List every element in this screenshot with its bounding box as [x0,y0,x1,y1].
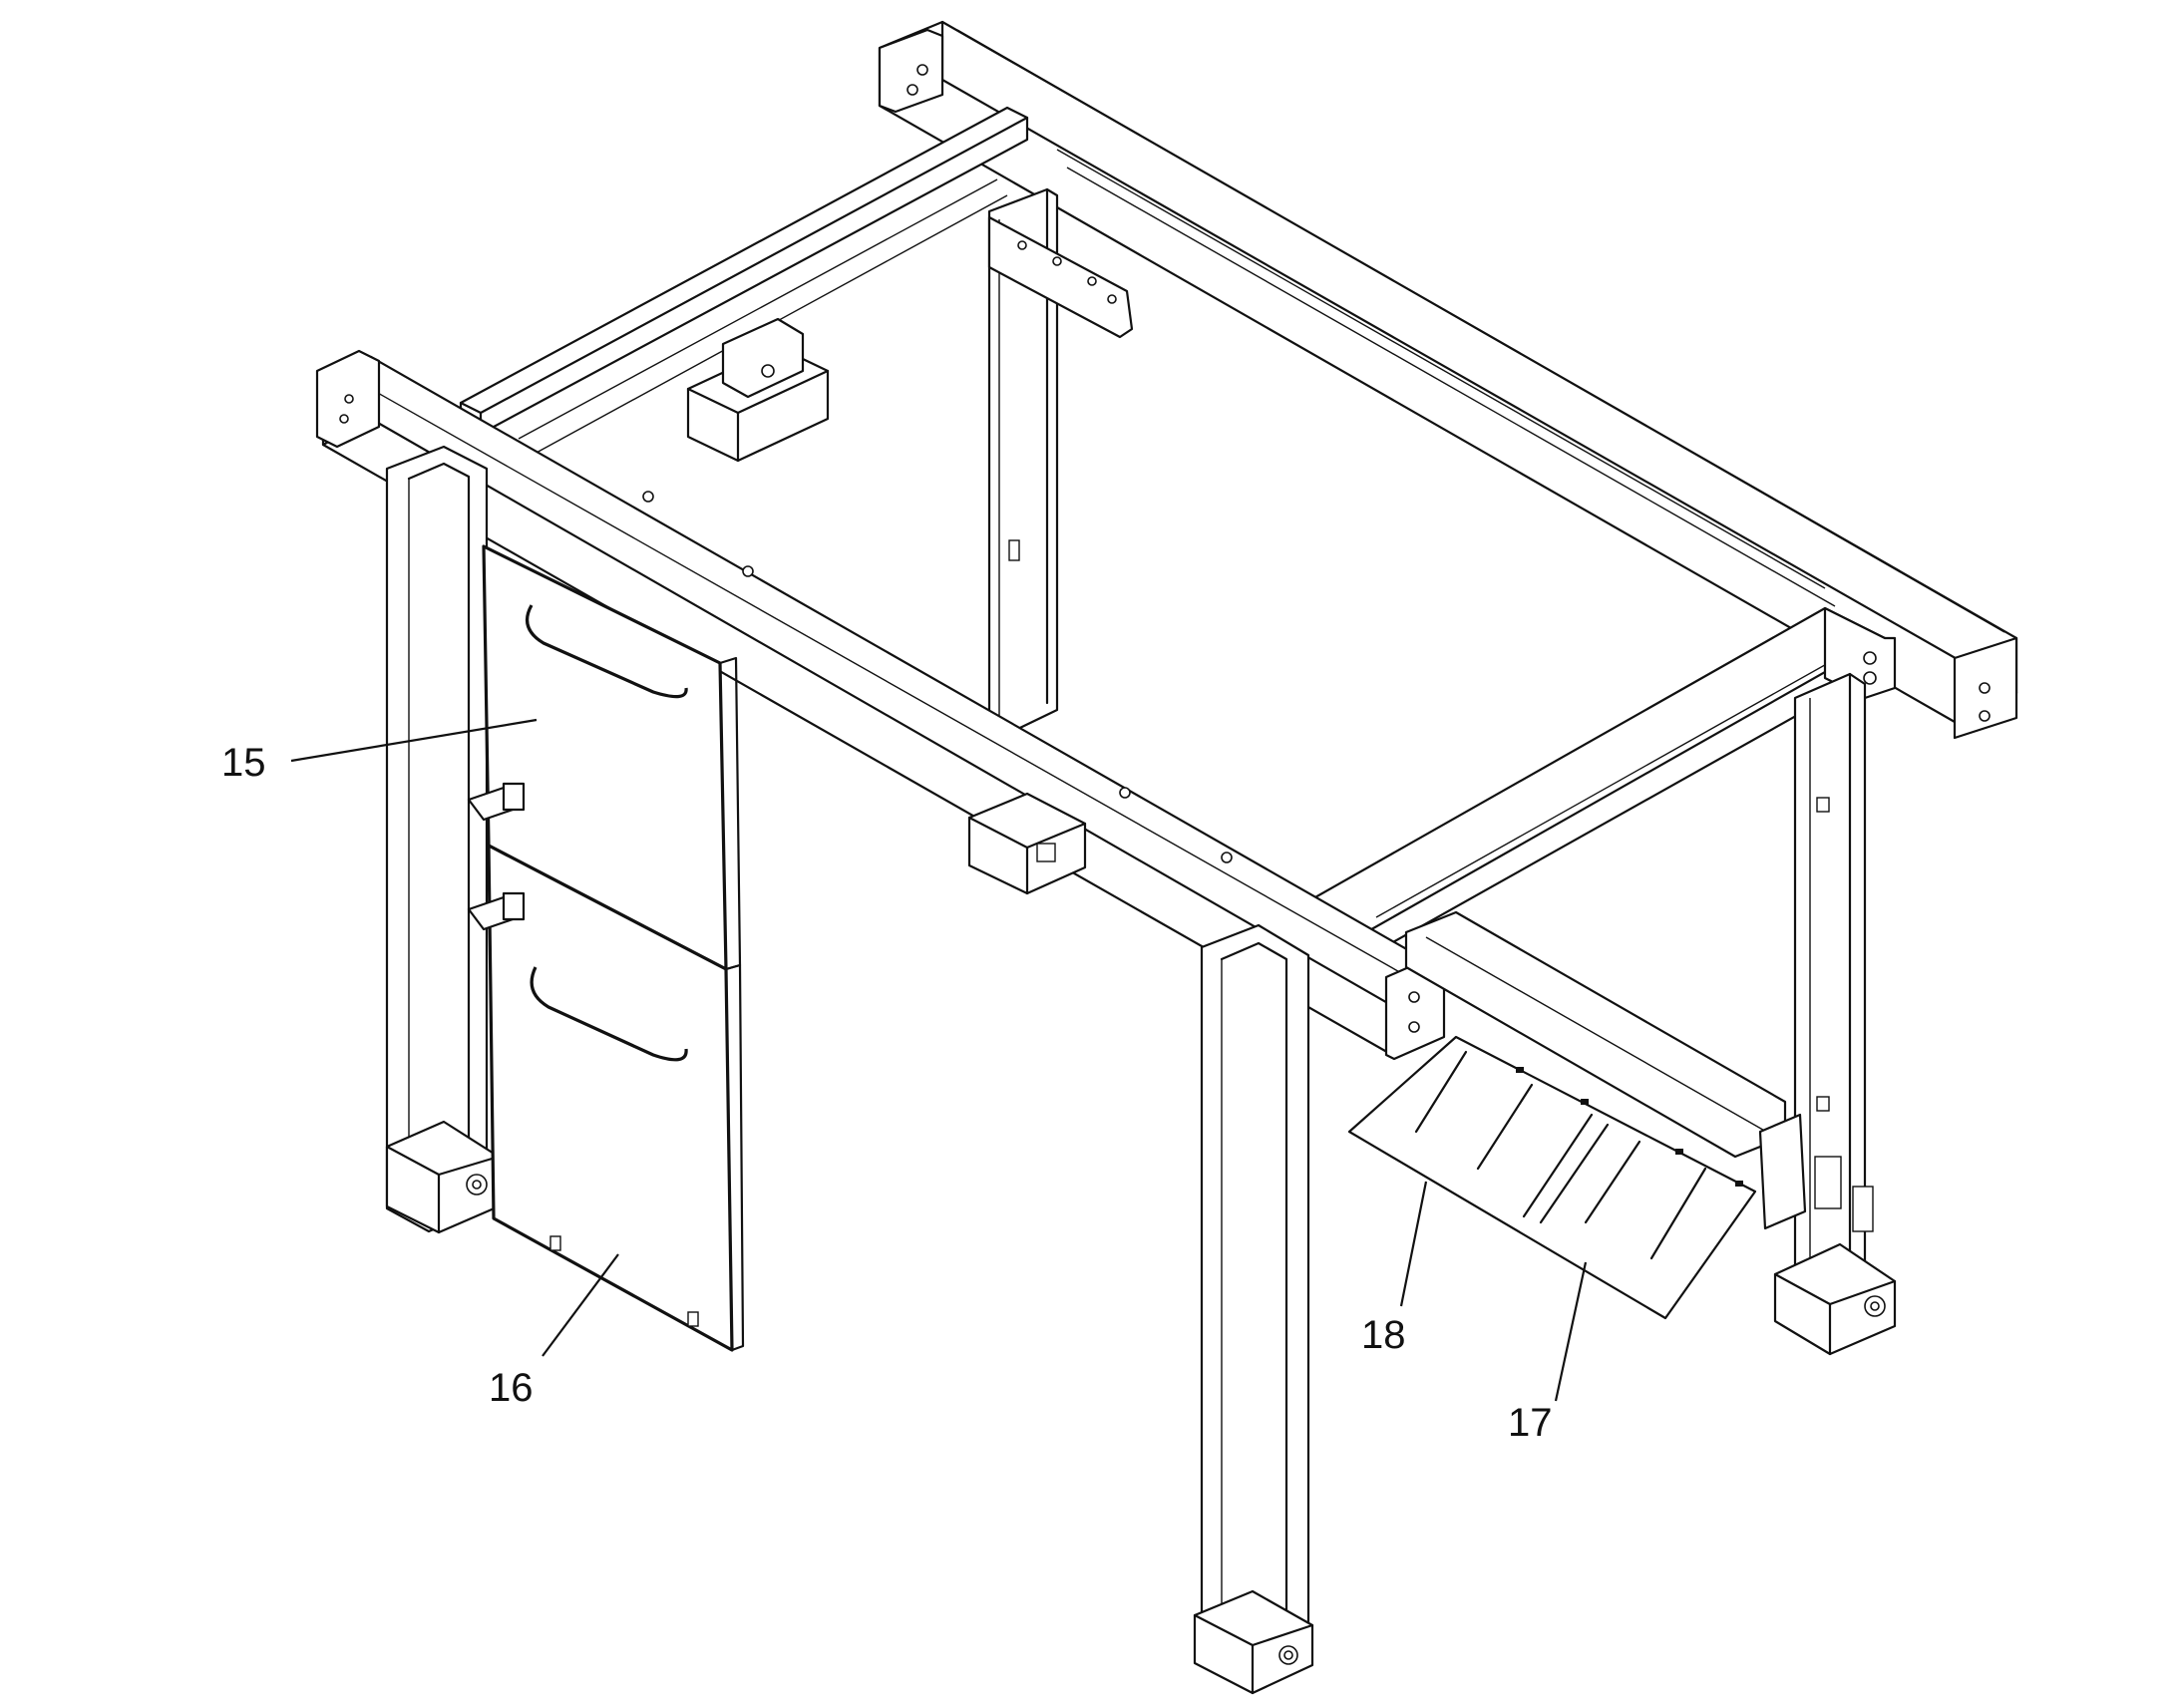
leader-lines [290,718,1588,1402]
door-panel-upper [467,544,742,971]
leader-16 [542,1253,619,1357]
rear-left-post [987,187,1134,740]
rear-right-post [1773,672,1897,1356]
door-panel-lower [467,844,745,1352]
callout-18: 18 [1361,1313,1406,1357]
leader-17 [1554,1261,1588,1402]
callout-15: 15 [221,741,266,785]
leader-18 [1399,1181,1428,1307]
callout-16: 16 [489,1366,534,1410]
lower-rear-rail [1404,910,1807,1230]
deflector-plate [1347,1035,1757,1320]
callouts: 15 16 17 18 [221,741,1553,1445]
rear-top-rail [878,20,2018,740]
mid-support-bracket [967,792,1087,895]
front-right-post [1193,923,1314,1695]
front-left-post [385,445,501,1234]
leader-15 [290,718,538,763]
motor-housing [686,317,830,463]
callout-17: 17 [1508,1401,1553,1445]
